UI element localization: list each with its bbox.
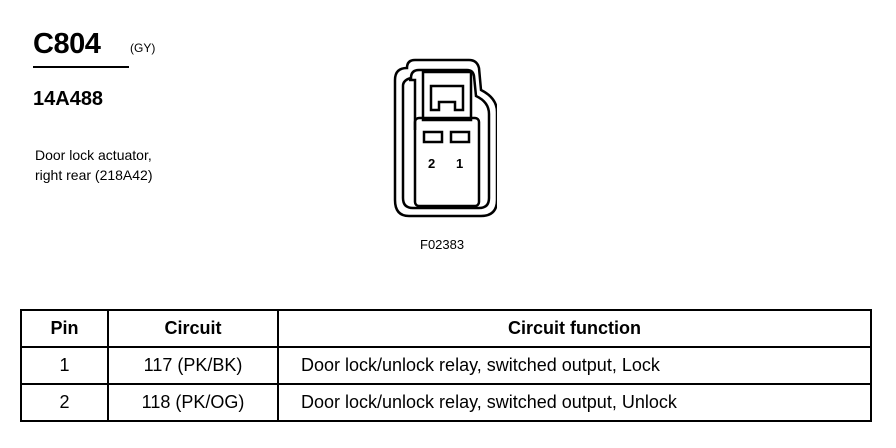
row-pin: 1 <box>20 346 109 385</box>
part-number: 14A488 <box>33 88 104 110</box>
title-underline <box>33 66 129 68</box>
pin-cavity-2 <box>422 130 444 144</box>
pin-label-1: 1 <box>456 156 464 171</box>
row-circuit: 118 (PK/OG) <box>107 383 279 422</box>
row-circuit: 117 (PK/BK) <box>107 346 279 385</box>
pin-table: Pin Circuit Circuit function 1 117 (PK/B… <box>20 309 872 422</box>
row-function: Door lock/unlock relay, switched output,… <box>277 346 872 385</box>
header-pin: Pin <box>20 309 109 348</box>
connector-color-code: (GY) <box>130 41 156 55</box>
description-line-2: right rear (218A42) <box>35 167 153 183</box>
table-row: 1 117 (PK/BK) Door lock/unlock relay, sw… <box>20 346 872 385</box>
description-line-1: Door lock actuator, <box>35 147 152 163</box>
pin-label-2: 2 <box>428 156 436 171</box>
connector-body <box>413 116 481 208</box>
header-circuit-function: Circuit function <box>277 309 872 348</box>
latch-notch <box>429 84 465 112</box>
top-latch-block <box>421 70 473 122</box>
table-header-row: Pin Circuit Circuit function <box>20 309 872 348</box>
figure-code: F02383 <box>420 237 465 252</box>
header-circuit: Circuit <box>107 309 279 348</box>
connector-face-diagram <box>393 58 497 218</box>
connector-outer-housing <box>393 58 497 218</box>
latch-tab <box>409 78 417 130</box>
connector-inner-outline <box>401 68 491 210</box>
connector-id: C804 <box>33 28 101 60</box>
table-row: 2 118 (PK/OG) Door lock/unlock relay, sw… <box>20 383 872 422</box>
row-function: Door lock/unlock relay, switched output,… <box>277 383 872 422</box>
row-pin: 2 <box>20 383 109 422</box>
pin-cavity-1 <box>449 130 471 144</box>
